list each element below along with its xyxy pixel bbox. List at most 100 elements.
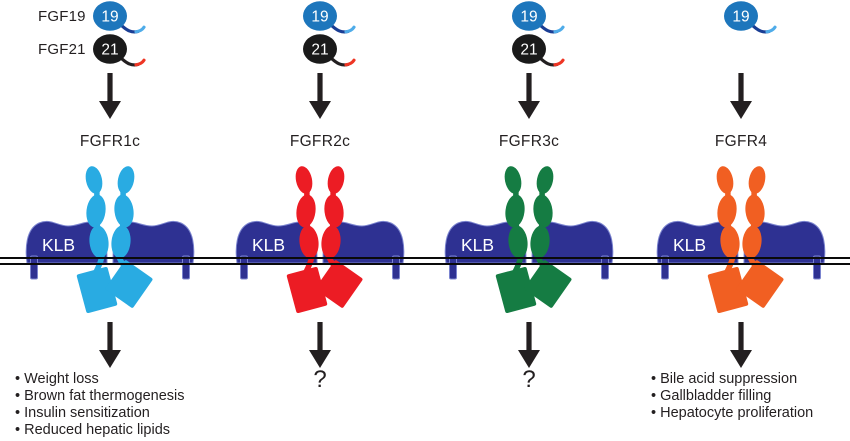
kinase-domain [286,266,328,314]
down-arrow-icon [309,73,331,119]
fgf19-ligand-badge: 19 [511,0,569,39]
outcome-item: Gallbladder filling [651,388,813,405]
receptor-chain-right [105,166,153,308]
receptor-column-fgfr1c: 19 21 FGFR1c KLB [5,0,215,441]
klb-membrane-anchor [813,255,821,280]
fgf19-ligand-icon: 19 [724,1,777,34]
outcome-item: Bile acid suppression [651,371,813,388]
kinase-domain [495,266,537,314]
ligand-number: 19 [311,9,328,26]
unknown-outcome-question-mark: ? [522,366,536,393]
down-arrow-icon [518,322,540,368]
fgf21-row-label: FGF21 [38,41,86,58]
ligand-circle [303,1,337,31]
fgf21-ligand-badge: 21 [92,33,150,72]
unknown-outcome-question-mark: ? [313,366,327,393]
receptor-to-outcome-arrow [97,322,123,374]
receptor-column-fgfr3c: 19 21 FGFR3c KLB [424,0,634,441]
klb-label: KLB [252,235,285,255]
receptor-name: FGFR1c [79,133,141,150]
kinase-domain [707,266,749,314]
klb-membrane-anchor [392,255,400,280]
receptor-dimer-graphic: KLB [656,166,826,314]
klb-membrane-anchor [661,255,669,280]
klb-membrane-anchor [601,255,609,280]
outcome-item: Brown fat thermogenesis [15,388,184,405]
receptor-column-fgfr4: 19 FGFR4 KLB Bile acid suppr [636,0,846,441]
klb-coreceptor-left [25,220,108,280]
klb-membrane-anchor [240,255,248,280]
receptor-dimer-graphic: KLB [444,166,614,314]
outcome-item: Insulin sensitization [15,405,185,422]
fgf21-ligand-badge: 21 [511,33,569,72]
ligand-number: 19 [101,9,118,26]
ligand-to-receptor-arrow [516,73,542,125]
ligand-circle [93,1,127,31]
outcome-list: Bile acid suppressionGallbladder filling… [651,371,813,422]
ligand-circle [512,34,546,64]
ligand-to-receptor-arrow [307,73,333,125]
kinase-domain [524,260,572,308]
fgf21-ligand-icon: 21 [303,34,356,67]
ligand-to-receptor-arrow [728,73,754,125]
ligand-tail-tip [553,58,565,67]
klb-coreceptor-left [444,220,527,280]
fgf19-ligand-badge: 19 [92,0,150,39]
receptor-chain-right [315,166,363,308]
ligand-tail-tip [134,58,146,67]
down-arrow-icon [309,322,331,368]
down-arrow-icon [99,73,121,119]
klb-membrane-anchor [30,255,38,280]
outcome-list: Weight lossBrown fat thermogenesisInsuli… [15,371,185,439]
ligand-circle [724,1,758,31]
outcome-item: Hepatocyte proliferation [651,405,813,422]
receptor-dimer-graphic: KLB [25,166,195,314]
fgf19-row-label: FGF19 [38,8,86,25]
kinase-domain [315,260,363,308]
ligand-circle [303,34,337,64]
fgf21-ligand-badge: 21 [302,33,360,72]
receptor-dimer-graphic: KLB [235,166,405,314]
receptor-chain-right [524,166,572,308]
kinase-domain [736,260,784,308]
ligand-tail-tip [553,25,565,34]
ligand-number: 19 [520,9,537,26]
ligand-number: 19 [732,9,749,26]
down-arrow-icon [99,322,121,368]
ligand-number: 21 [101,42,118,59]
kinase-domain [76,266,118,314]
down-arrow-icon [730,322,752,368]
ligand-number: 21 [311,42,328,59]
klb-coreceptor-right [322,220,405,280]
ligand-number: 21 [520,42,537,59]
receptor-name: FGFR3c [498,133,560,150]
receptor-to-outcome-arrow [728,322,754,374]
ligand-to-receptor-arrow [97,73,123,125]
ligand-tail-tip [344,25,356,34]
ligand-tail-tip [134,25,146,34]
receptor-chain-right [736,166,784,308]
fgf19-ligand-icon: 19 [93,1,146,34]
fgf19-ligand-badge: 19 [302,0,360,39]
fgf21-ligand-icon: 21 [512,34,565,67]
down-arrow-icon [518,73,540,119]
receptor-chain-left [286,166,328,314]
klb-membrane-anchor [182,255,190,280]
ligand-tail-tip [344,58,356,67]
fgf19-ligand-icon: 19 [512,1,565,34]
fgf21-ligand-icon: 21 [93,34,146,67]
outcome-item: Weight loss [15,371,185,388]
ligand-circle [93,34,127,64]
klb-coreceptor-right [743,220,826,280]
down-arrow-icon [730,73,752,119]
receptor-to-outcome-arrow [307,322,333,374]
outcome-item: Reduced hepatic lipids [15,422,185,439]
receptor-name: FGFR2c [289,133,351,150]
receptor-column-fgfr2c: 19 21 FGFR2c KLB [215,0,425,441]
klb-label: KLB [42,235,75,255]
kinase-domain [105,260,153,308]
fgf19-ligand-badge: 19 [723,0,781,39]
ligand-tail-tip [765,25,777,34]
receptor-name: FGFR4 [714,133,768,150]
